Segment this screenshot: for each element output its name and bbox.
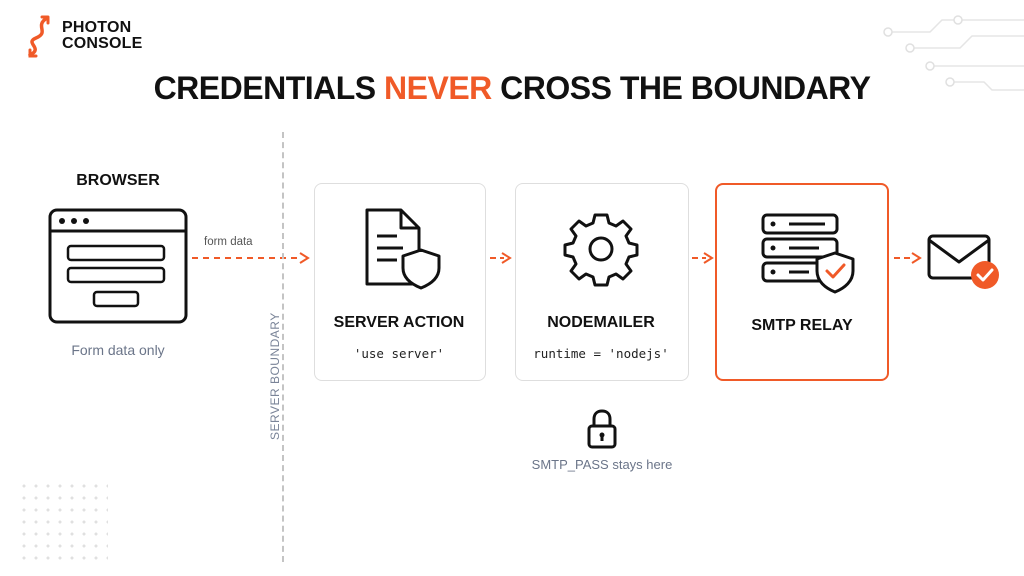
arrow-action-to-nodemailer (490, 252, 512, 264)
photon-squiggle-icon (28, 15, 50, 58)
lock-icon (587, 409, 617, 449)
server-shield-icon (761, 213, 855, 294)
nodemailer-title: NODEMAILER (547, 314, 655, 331)
browser-window-icon (48, 208, 188, 324)
secret-label: SMTP_PASS stays here (531, 457, 673, 472)
arrow-browser-to-action (192, 252, 310, 264)
circuit-decoration-icon (883, 15, 1024, 91)
server-action-code: 'use server' (353, 346, 445, 361)
headline-accent: NEVER (384, 70, 492, 106)
mail-check-icon (927, 234, 999, 289)
server-boundary-line (282, 132, 284, 562)
brand-logo: PHOTON CONSOLE (20, 14, 143, 58)
server-action-title: SERVER ACTION (333, 314, 465, 331)
browser-title: BROWSER (76, 172, 160, 189)
page-title: CREDENTIALS NEVER CROSS THE BOUNDARY (153, 70, 871, 106)
arrow-relay-to-mail (894, 252, 922, 264)
nodemailer-code: runtime = 'nodejs' (533, 346, 669, 361)
server-boundary-label: SERVER BOUNDARY (268, 312, 282, 440)
brand-name: PHOTON CONSOLE (62, 19, 143, 52)
nodemailer-card: NODEMAILER runtime = 'nodejs' (515, 183, 689, 381)
arrow-nodemailer-to-relay (692, 252, 714, 264)
browser-caption: Form data only (71, 342, 165, 358)
server-action-card: SERVER ACTION 'use server' (314, 183, 486, 381)
arrow-label: form data (204, 236, 253, 248)
smtp-relay-card: SMTP RELAY (715, 183, 889, 381)
dot-grid-decoration (18, 480, 108, 560)
gear-icon (563, 213, 639, 287)
document-shield-icon (365, 208, 441, 290)
smtp-relay-title: SMTP RELAY (751, 317, 853, 334)
